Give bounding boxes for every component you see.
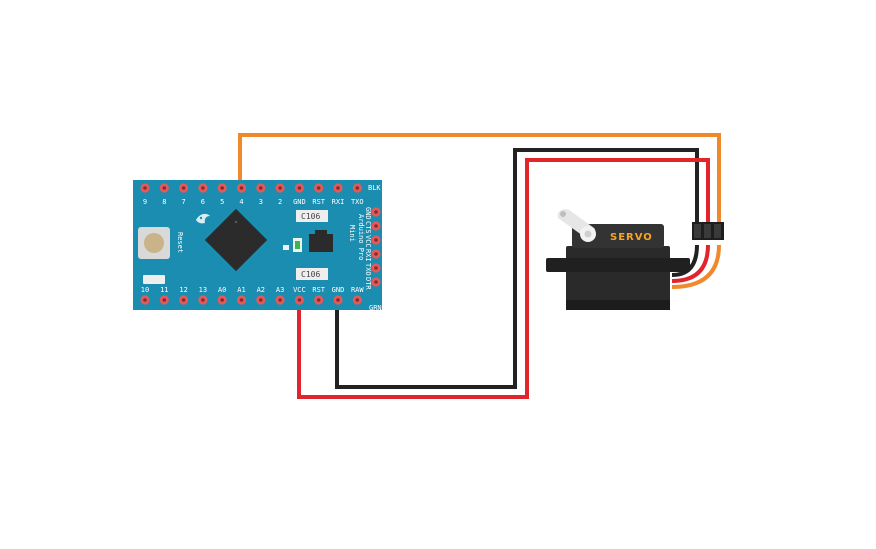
servo-cable-orange xyxy=(671,244,721,289)
pin-label-top: 5 xyxy=(220,198,224,206)
reset-button[interactable] xyxy=(144,233,164,253)
pin-label-top: RST xyxy=(312,198,325,206)
power-wire xyxy=(297,158,710,399)
pin-label-bottom: A3 xyxy=(276,286,284,294)
corner-label-top: BLK xyxy=(368,184,381,192)
pin-label-side: VCC xyxy=(364,235,372,248)
arduino-logo-icon xyxy=(196,213,210,224)
servo-cable-red xyxy=(671,244,710,283)
pin-label-bottom: GND xyxy=(332,286,345,294)
pin-label-bottom: 11 xyxy=(160,286,168,294)
board-name-line1: Arduino Pro xyxy=(357,214,365,260)
pin-label-top: RXI xyxy=(332,198,345,206)
servo-label: SERVO xyxy=(610,232,653,243)
crystal xyxy=(143,275,165,284)
voltage-regulator xyxy=(309,234,333,252)
ground-wire xyxy=(335,148,699,389)
capacitor-bottom-label: C106 xyxy=(301,270,320,279)
pin-label-bottom: A2 xyxy=(257,286,265,294)
top-pin-row xyxy=(140,183,362,193)
pin-label-bottom: A0 xyxy=(218,286,226,294)
pin-label-top: GND xyxy=(293,198,306,206)
pin-label-top: 3 xyxy=(259,198,263,206)
capacitor-top xyxy=(296,210,328,222)
side-pin-column xyxy=(371,207,381,287)
pin-label-top: 8 xyxy=(162,198,166,206)
pin-label-bottom: 13 xyxy=(199,286,207,294)
pin-label-top: 7 xyxy=(181,198,185,206)
pin-label-bottom: 12 xyxy=(179,286,187,294)
servo-motor: SERVO xyxy=(546,209,724,310)
servo-mount-tabs xyxy=(546,258,690,272)
servo-cable-black xyxy=(671,244,699,277)
pin-label-side: TXO xyxy=(364,263,372,276)
pin-label-bottom: RST xyxy=(312,286,325,294)
signal-wire xyxy=(238,133,721,235)
bottom-pin-row xyxy=(140,295,362,305)
pin-label-side: DTR xyxy=(364,277,372,290)
chip-dot xyxy=(234,220,238,224)
pin-label-top: 2 xyxy=(278,198,282,206)
pin-label-side: RXI xyxy=(364,249,372,262)
microcontroller-chip xyxy=(204,208,268,272)
capacitor-top-label: C106 xyxy=(301,212,320,221)
pin-label-top: 6 xyxy=(201,198,205,206)
pin-label-top: TXO xyxy=(351,198,364,206)
corner-label-bottom: GRN xyxy=(369,304,382,312)
reset-label: Reset xyxy=(176,232,184,253)
pin-label-top: 9 xyxy=(143,198,147,206)
pin-label-bottom: VCC xyxy=(293,286,306,294)
capacitor-bottom xyxy=(296,268,328,280)
pin-label-side: CTS xyxy=(364,221,372,234)
pin-label-bottom: A1 xyxy=(237,286,245,294)
pin-label-side: GND xyxy=(364,207,372,220)
pin-label-bottom: RAW xyxy=(351,286,364,294)
board-name-line2: Mini xyxy=(348,225,356,242)
pin-label-bottom: 10 xyxy=(141,286,149,294)
pin-label-top: 4 xyxy=(239,198,243,206)
